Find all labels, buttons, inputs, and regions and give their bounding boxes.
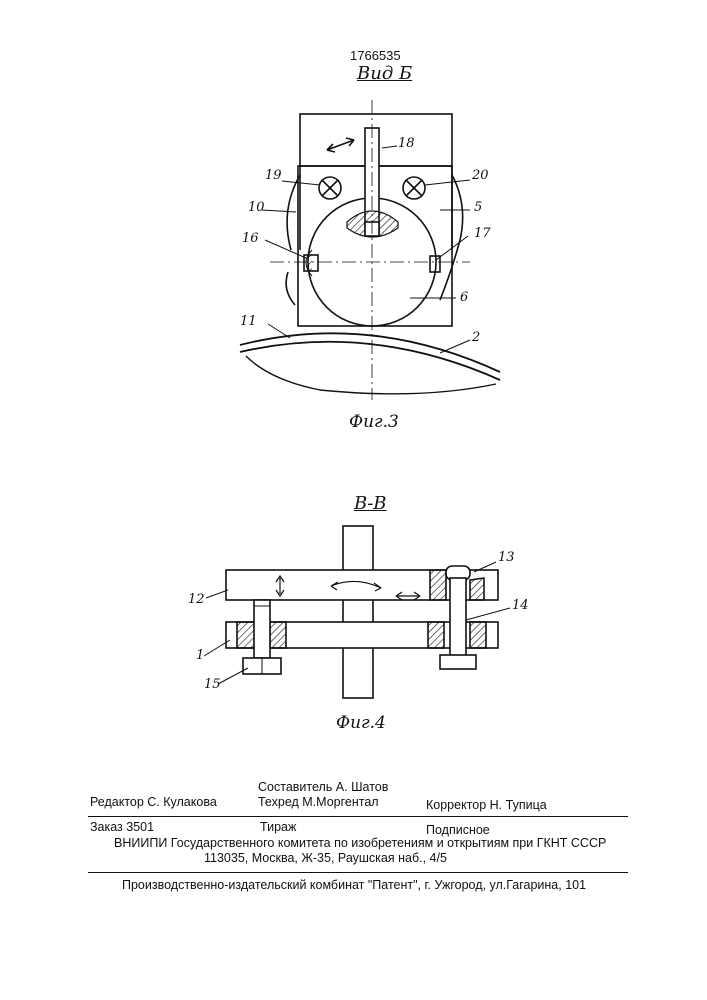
label-15: 15: [204, 677, 221, 692]
circulation-line: Тираж: [260, 820, 296, 834]
bolt-14: [450, 578, 466, 656]
order-line: Заказ 3501: [90, 820, 154, 834]
vniipi-line: ВНИИПИ Государственного комитета по изоб…: [114, 836, 606, 850]
subscription-line: Подписное: [426, 823, 490, 837]
address-line: 113035, Москва, Ж-35, Раушская наб., 4/5: [204, 851, 447, 865]
publisher-line: Производственно-издательский комбинат "П…: [122, 878, 586, 892]
fig4-caption: Фиг.4: [336, 713, 386, 733]
label-14: 14: [512, 598, 529, 613]
shaft: [343, 526, 373, 698]
label-13: 13: [498, 550, 515, 565]
techred-line: Техред М.Моргентал: [258, 795, 379, 809]
compiler-line: Составитель А. Шатов: [258, 780, 388, 794]
label-12: 12: [188, 592, 205, 607]
editor-line: Редактор С. Кулакова: [90, 795, 217, 809]
corrector-line: Корректор Н. Тупица: [426, 798, 547, 812]
bolt-left: [254, 600, 270, 658]
label-1: 1: [196, 648, 204, 663]
divider-top: [88, 816, 628, 817]
divider-bottom: [88, 872, 628, 873]
nut-right: [440, 655, 476, 669]
